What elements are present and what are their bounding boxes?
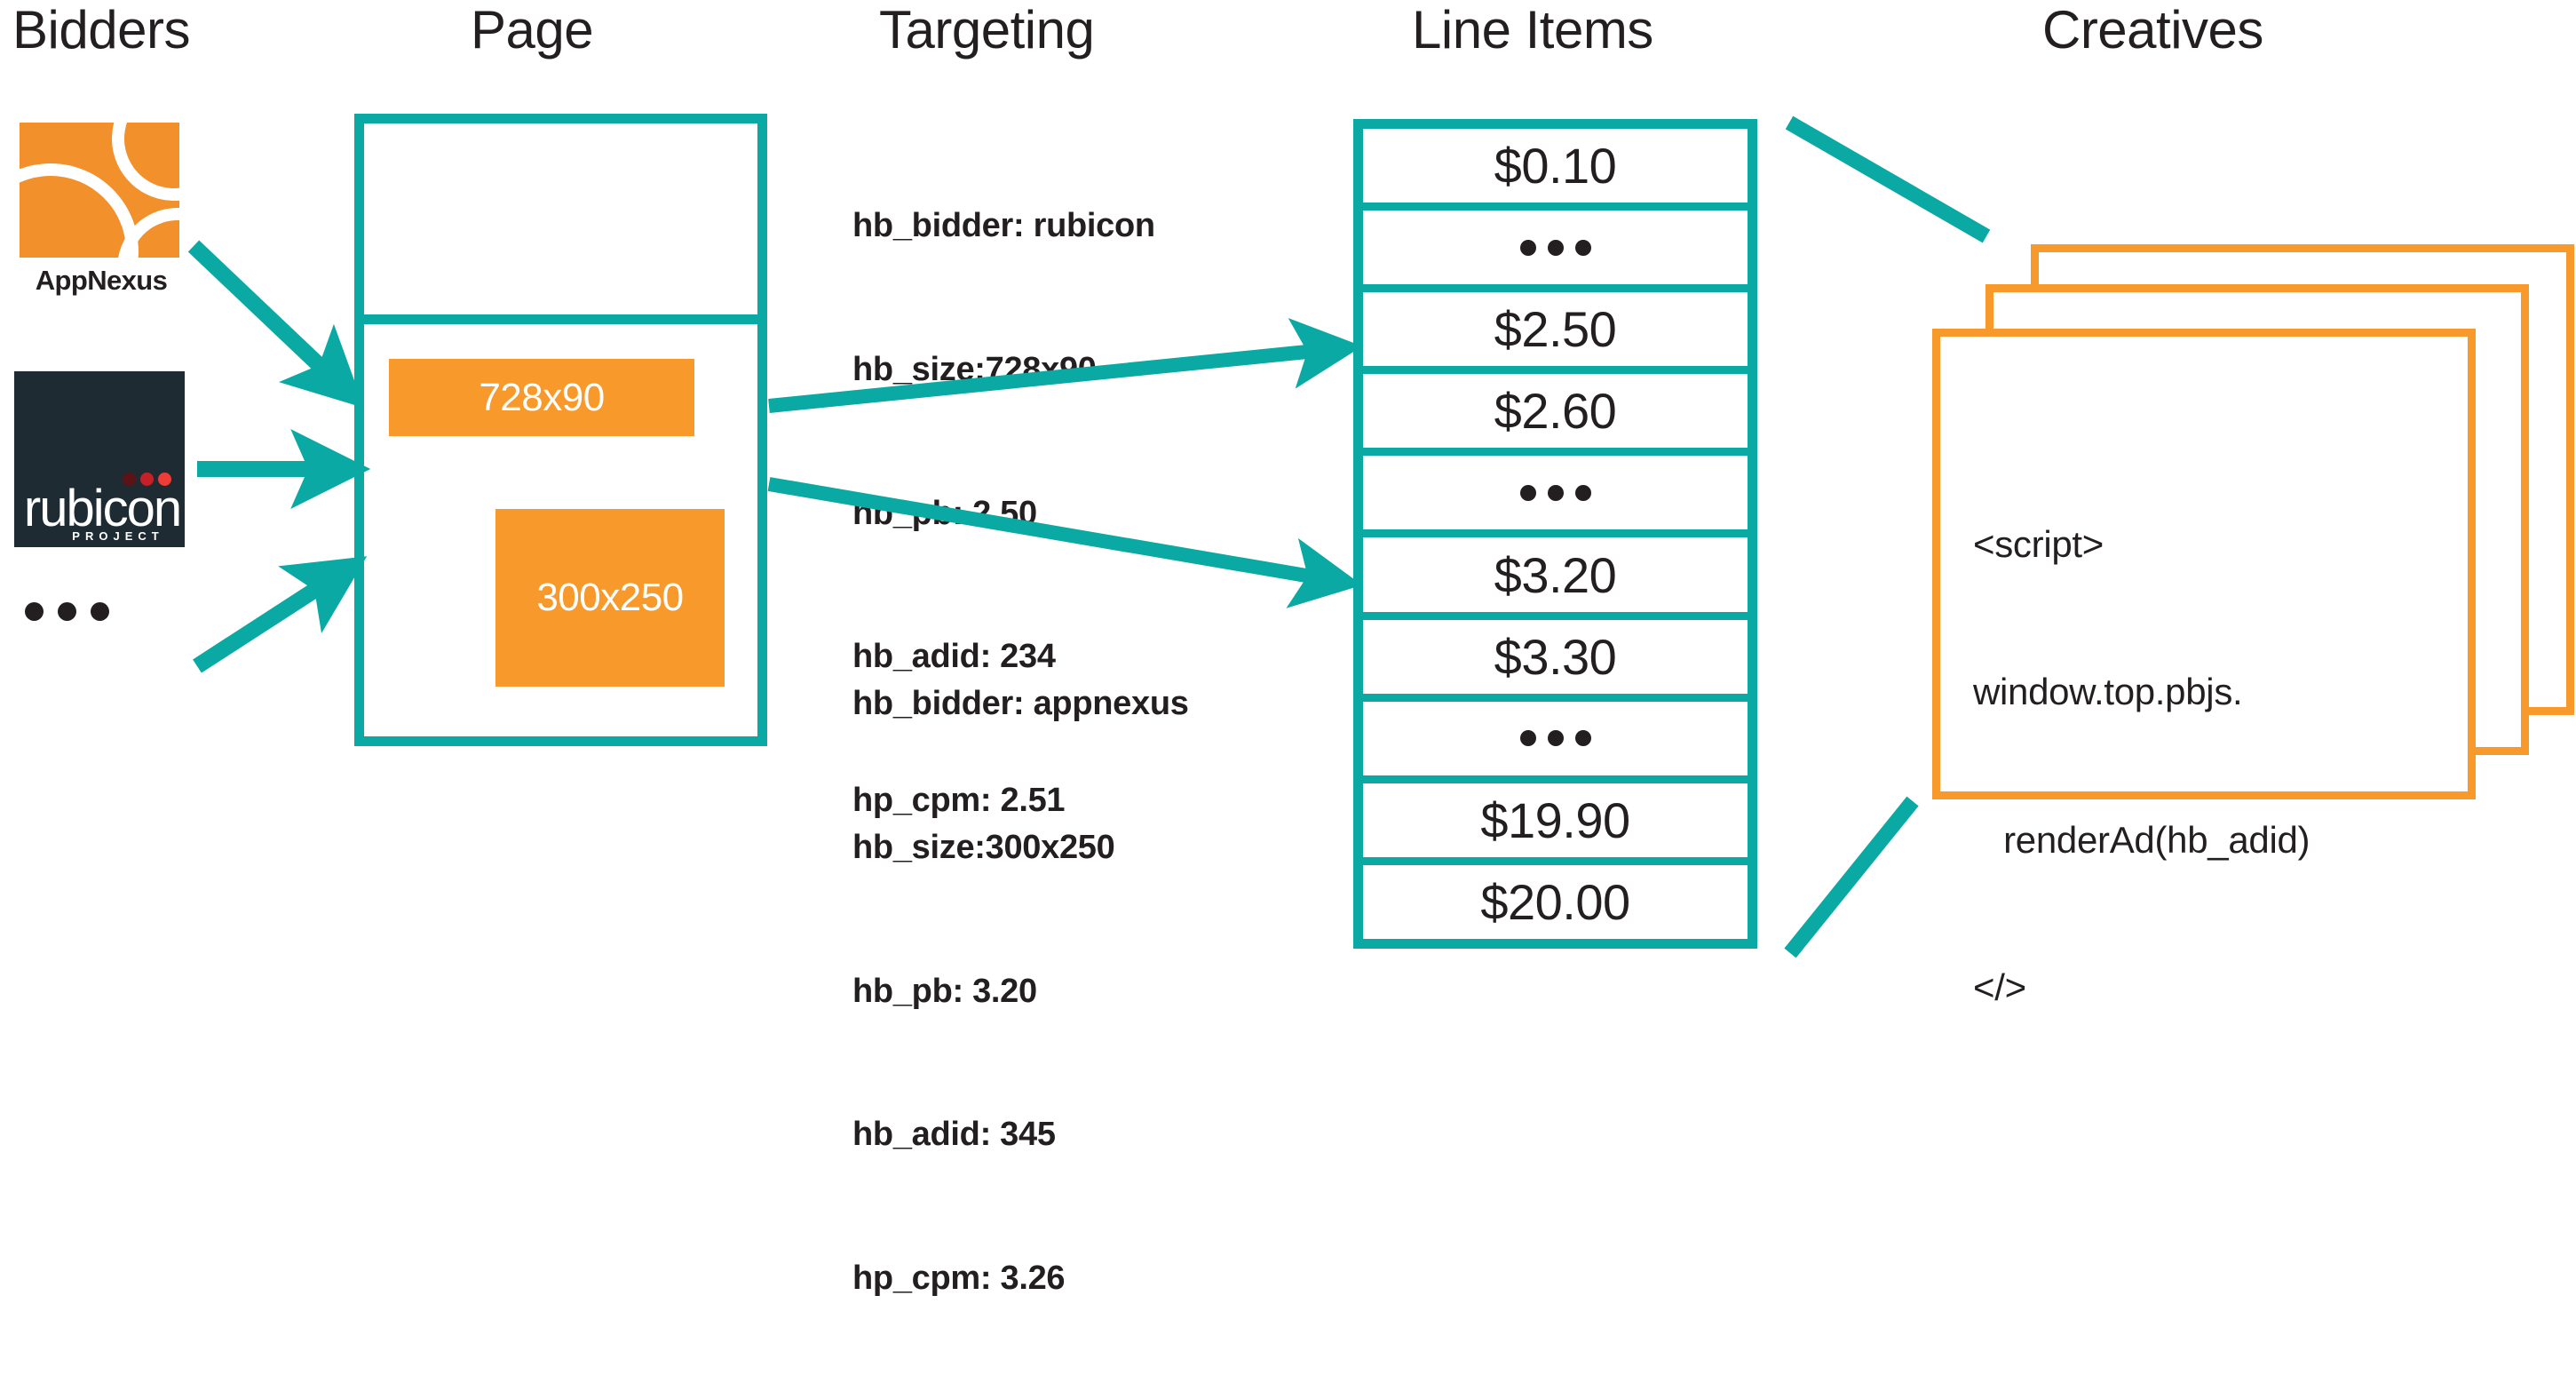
- ad-slot-300x250: 300x250: [495, 509, 725, 687]
- arrow-more-bidders-to-page: [193, 556, 368, 673]
- line-item-row: $3.30: [1363, 619, 1748, 694]
- column-heading-targeting: Targeting: [879, 0, 1095, 60]
- rubicon-dot-2: [140, 473, 154, 486]
- column-heading-page: Page: [471, 0, 594, 60]
- line-item-row-ellipsis: [1363, 211, 1748, 285]
- line-item-row: $20.00: [1363, 864, 1748, 939]
- rubicon-dot-3: [158, 473, 171, 486]
- ad-slot-728x90: 728x90: [389, 359, 694, 436]
- page-header-divider: [354, 314, 767, 324]
- ellipsis-dot: [1574, 239, 1591, 256]
- targeting-line: hb_size:728x90: [852, 350, 1097, 388]
- line-item-row-ellipsis: [1363, 701, 1748, 775]
- bidders-more-ellipsis: [25, 602, 109, 621]
- rubicon-dot-1: [123, 473, 136, 486]
- line-item-row: $0.10: [1363, 129, 1748, 203]
- ellipsis-dot: [1547, 484, 1564, 501]
- ellipsis-dot: [58, 602, 76, 621]
- ellipsis-dot: [1519, 484, 1536, 501]
- arrow-appnexus-to-page: [187, 240, 365, 409]
- targeting-line: hp_cpm: 2.51: [852, 782, 1066, 820]
- rubicon-dots: [123, 473, 171, 486]
- rubicon-wordmark: rubicon: [23, 480, 182, 537]
- targeting-keyvalues-appnexus: hb_bidder: appnexus hb_size:300x250 hb_p…: [852, 584, 1189, 1399]
- line-item-row: $2.60: [1363, 374, 1748, 449]
- targeting-line: hb_bidder: appnexus: [852, 684, 1189, 722]
- line-item-row: $19.90: [1363, 783, 1748, 857]
- line-items-table: $0.10 $2.50 $2.60 $3.20 $3.30 $19.90 $20…: [1353, 119, 1757, 949]
- appnexus-logo-icon: [20, 123, 179, 258]
- ellipsis-dot: [1519, 730, 1536, 747]
- column-heading-creatives: Creatives: [2042, 0, 2263, 60]
- ellipsis-dot: [25, 602, 44, 621]
- creative-code-line: </>: [1973, 966, 2026, 1008]
- rubicon-project-logo-icon: rubicon PROJECT: [14, 371, 185, 547]
- targeting-line: hb_pb: 3.20: [852, 972, 1037, 1010]
- line-item-row-ellipsis: [1363, 456, 1748, 530]
- line-item-row: $2.50: [1363, 292, 1748, 367]
- creative-code-line: window.top.pbjs.: [1973, 671, 2243, 713]
- column-heading-line-items: Line Items: [1412, 0, 1653, 60]
- targeting-line: hb_adid: 345: [852, 1116, 1056, 1154]
- appnexus-label: AppNexus: [35, 265, 168, 296]
- ellipsis-dot: [91, 602, 109, 621]
- targeting-line: hp_cpm: 3.26: [852, 1260, 1066, 1298]
- creative-code-line: <script>: [1973, 522, 2104, 565]
- ellipsis-dot: [1547, 730, 1564, 747]
- targeting-line: hb_pb: 2.50: [852, 494, 1037, 532]
- line-item-row: $3.20: [1363, 537, 1748, 612]
- rubicon-subtitle: PROJECT: [72, 529, 164, 543]
- ellipsis-dot: [1574, 484, 1591, 501]
- creative-card-front: [1932, 329, 2476, 799]
- ellipsis-dot: [1519, 239, 1536, 256]
- creative-code-snippet: <script> window.top.pbjs. renderAd(hb_ad…: [1973, 421, 2310, 1110]
- diagram-canvas: Bidders Page Targeting Line Items Creati…: [12, 0, 2574, 1297]
- connector-lineitems-to-creatives-top: [1785, 115, 1991, 243]
- column-heading-bidders: Bidders: [12, 0, 190, 60]
- ellipsis-dot: [1574, 730, 1591, 747]
- creative-code-line: renderAd(hb_adid): [1973, 818, 2310, 861]
- ellipsis-dot: [1547, 239, 1564, 256]
- targeting-line: hb_bidder: rubicon: [852, 206, 1155, 244]
- connector-lineitems-to-creatives-bottom: [1784, 796, 1919, 958]
- targeting-line: hb_adid: 234: [852, 638, 1056, 676]
- targeting-line: hb_size:300x250: [852, 828, 1115, 866]
